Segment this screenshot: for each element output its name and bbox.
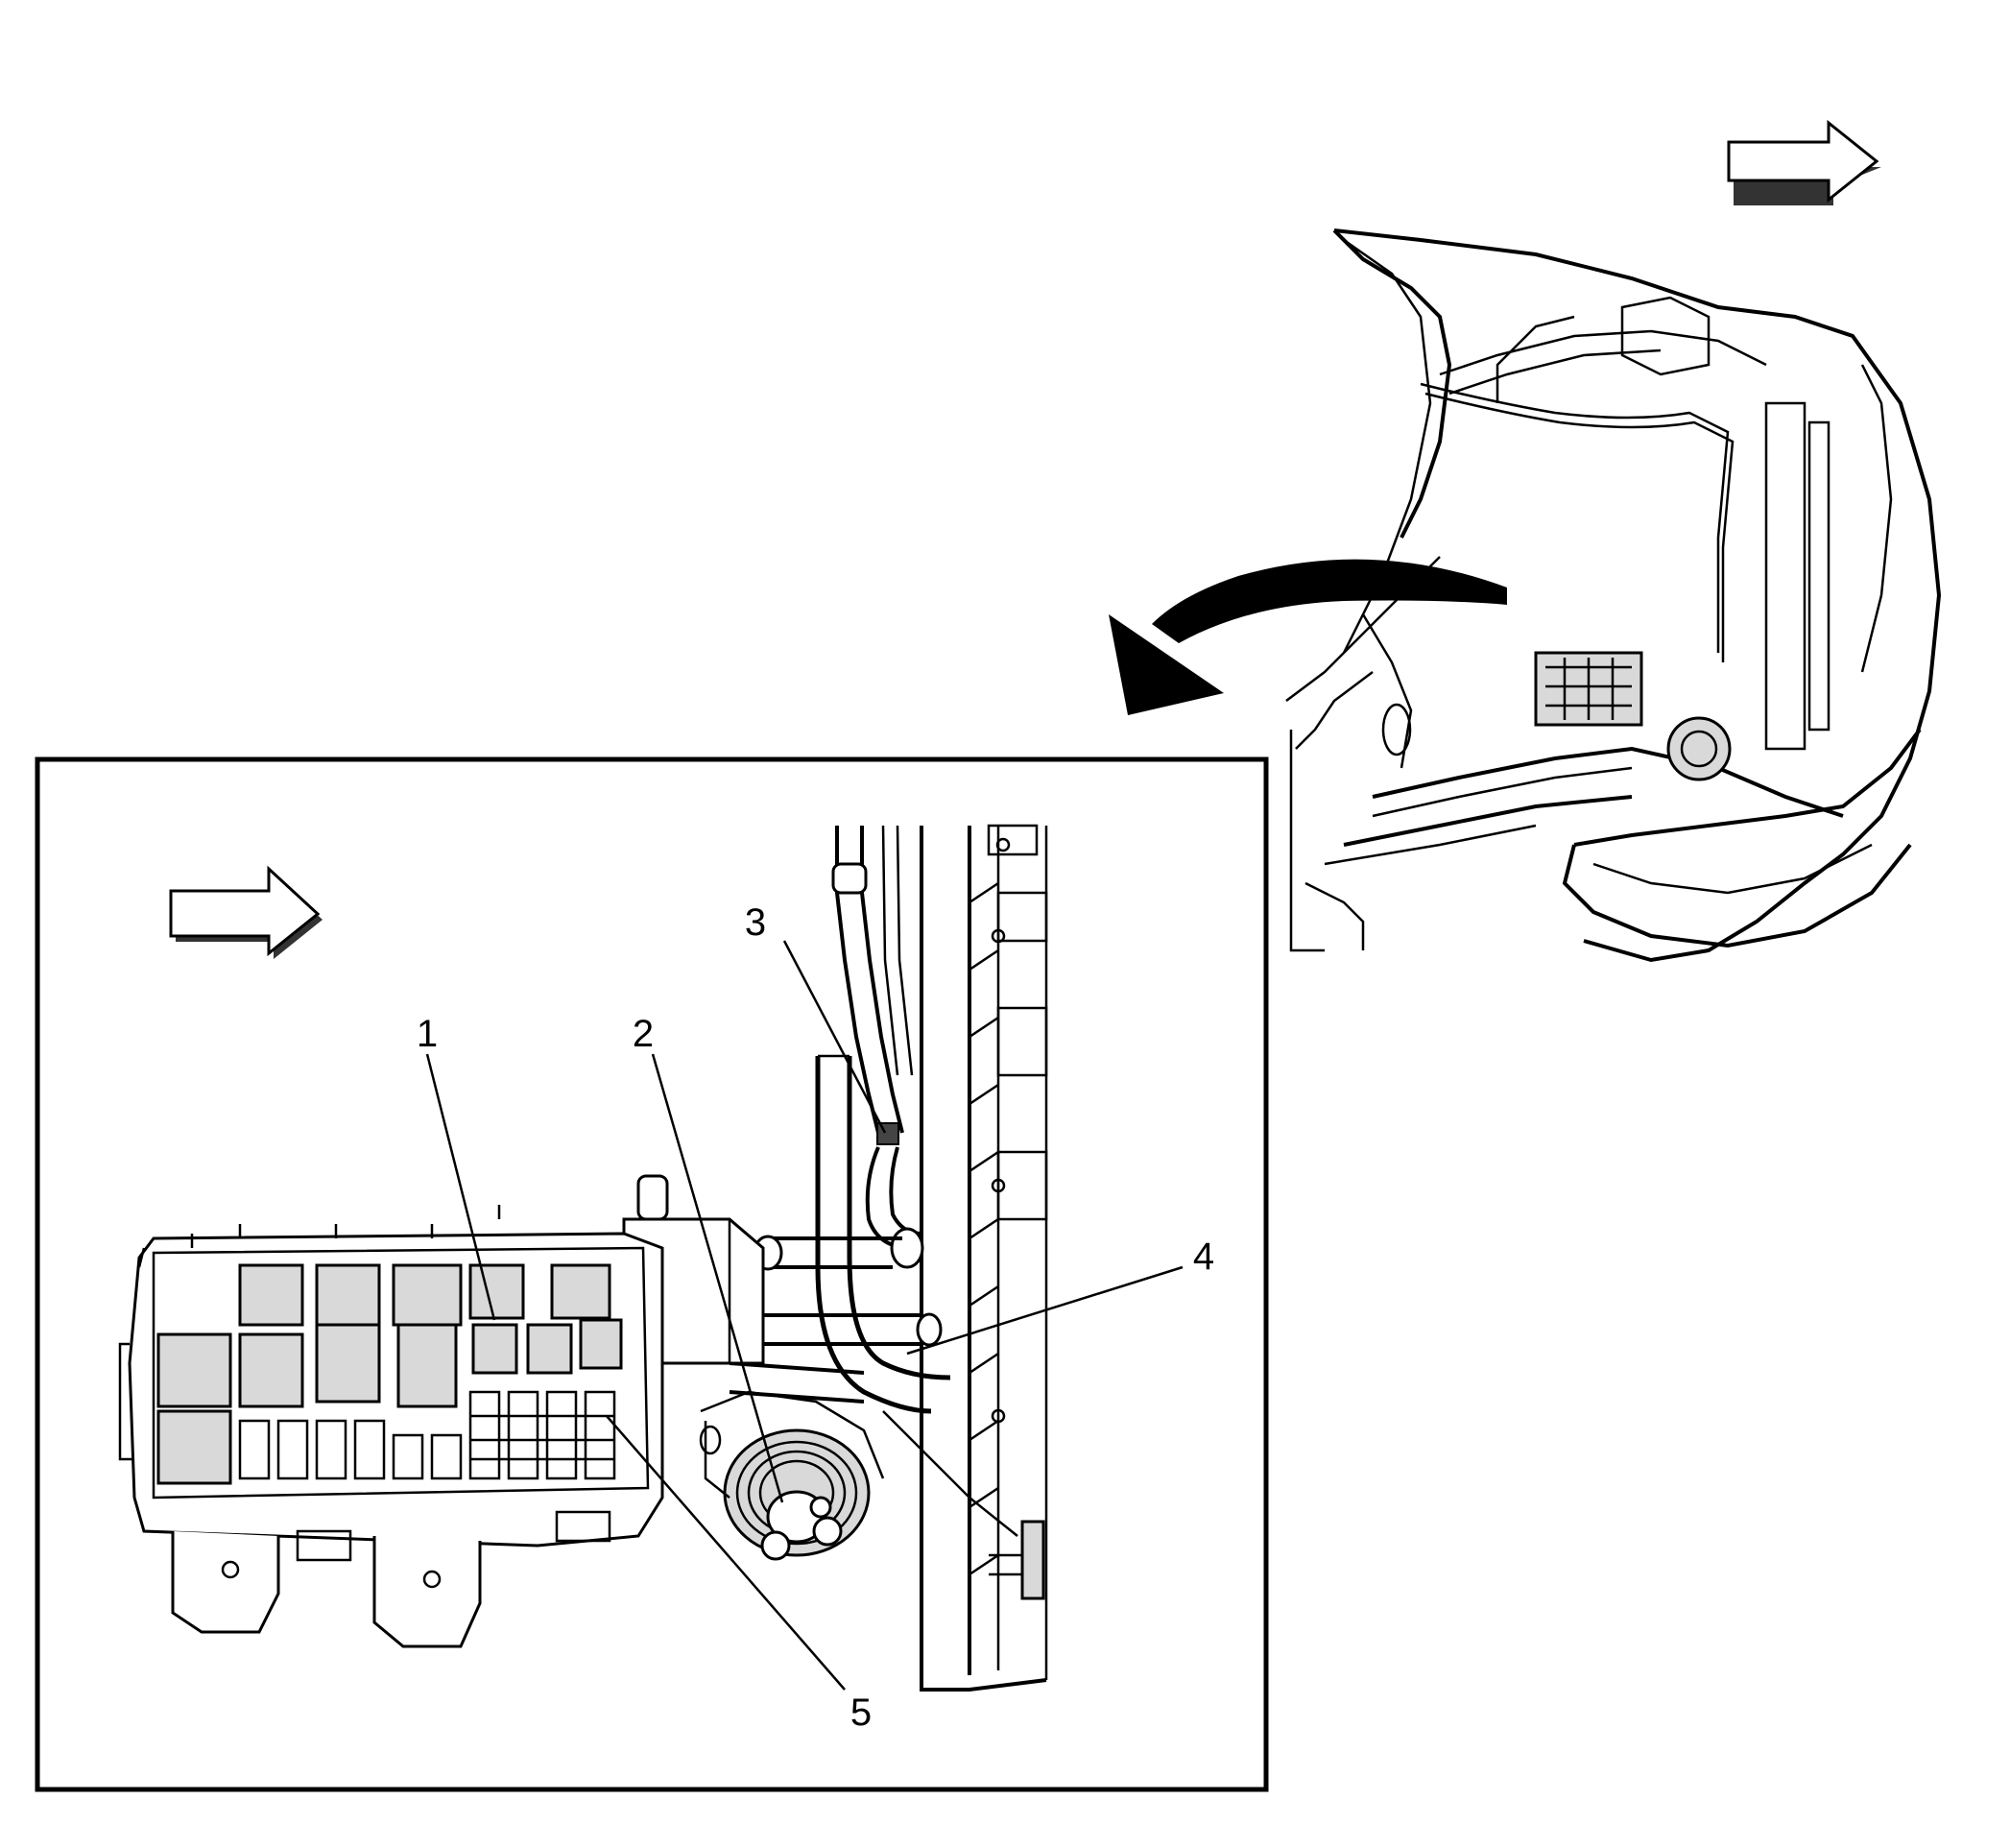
callout-1: 1	[417, 1013, 438, 1055]
underhood-fuse-block	[118, 1174, 765, 1648]
detail-inset-frame	[35, 756, 1269, 1792]
callout-3: 3	[745, 901, 766, 944]
callout-4: 4	[1193, 1236, 1214, 1278]
forward-direction-arrow-icon	[1727, 119, 1881, 205]
fuse-block-overview	[1534, 651, 1643, 727]
callout-2: 2	[633, 1013, 654, 1055]
ac-hose-and-harness	[729, 825, 1018, 1537]
callout-5: 5	[850, 1692, 872, 1734]
mini-fuse-rows	[238, 1390, 616, 1480]
vehicle-front-end-overview	[1285, 228, 1942, 963]
forward-direction-arrow-icon	[169, 865, 323, 959]
ac-compressor	[699, 1390, 885, 1561]
leader-lines	[425, 940, 1184, 1691]
frame-rail	[920, 824, 1048, 1692]
curved-zoom-arrow-icon	[1109, 559, 1507, 715]
